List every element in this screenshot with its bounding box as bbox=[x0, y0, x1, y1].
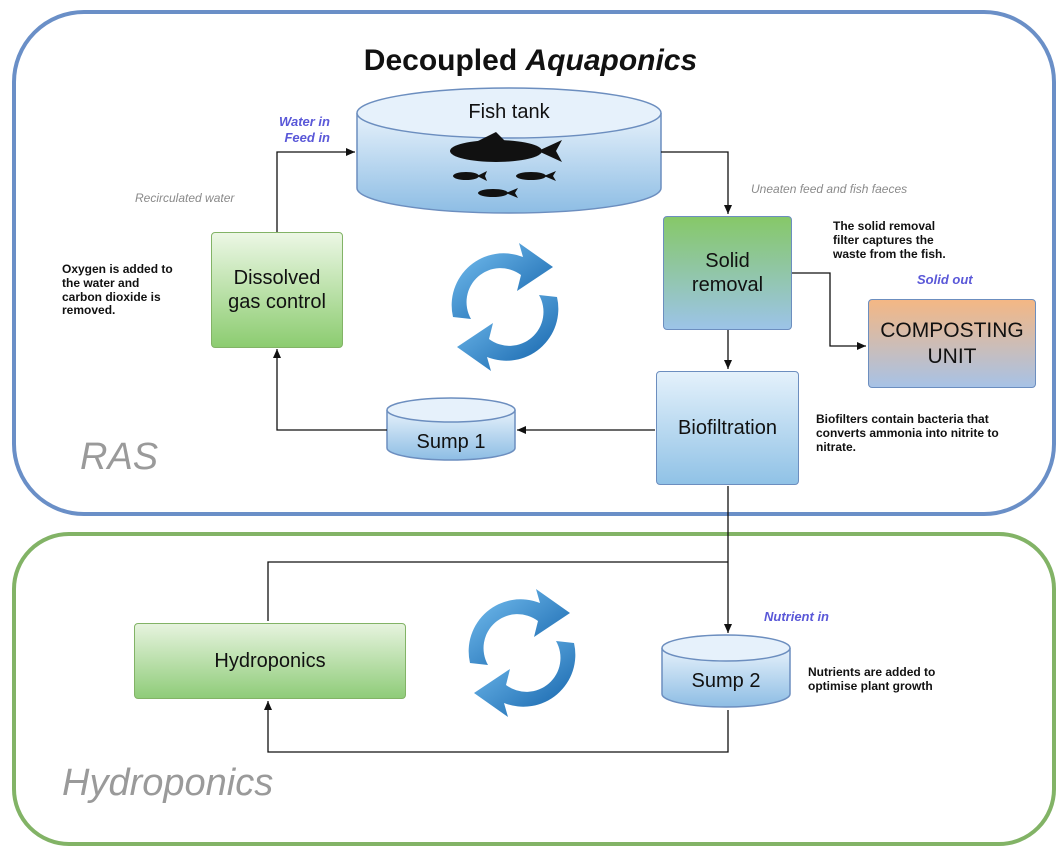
fish-icon bbox=[450, 132, 562, 198]
nutrient-in-label: Nutrient in bbox=[764, 609, 829, 624]
biofiltration-box: Biofiltration bbox=[656, 371, 799, 485]
title-italic: Aquaponics bbox=[525, 44, 698, 77]
nutrients-note: Nutrients are added to optimise plant gr… bbox=[808, 665, 936, 693]
water-in-label: Water in bbox=[278, 114, 330, 129]
solid-out-label: Solid out bbox=[917, 272, 973, 287]
fish-tank-label: Fish tank bbox=[468, 101, 550, 123]
ras-section-frame bbox=[12, 10, 1056, 516]
connector-solid-to-composting bbox=[792, 272, 866, 350]
ras-section-label: RAS bbox=[80, 436, 159, 478]
solid-removal-box: Solid removal bbox=[663, 216, 792, 330]
oxygen-note: Oxygen is added to the water and carbon … bbox=[62, 262, 173, 318]
recycle-icon bbox=[451, 243, 559, 371]
fish-tank-cylinder bbox=[356, 87, 662, 214]
recycle-icon bbox=[468, 589, 576, 717]
connector-sump1-to-gas bbox=[273, 349, 387, 431]
uneaten-feed-label: Uneaten feed and fish faeces bbox=[751, 182, 908, 196]
hydroponics-box: Hydroponics bbox=[134, 623, 406, 699]
sump1-label: Sump 1 bbox=[416, 431, 486, 453]
connector-hydro-to-main bbox=[267, 561, 728, 621]
diagram-title: Decoupled Aquaponics bbox=[0, 44, 1061, 78]
connector-sump2-to-hydro bbox=[264, 701, 729, 753]
water-feed-in-label: Water in Feed in bbox=[268, 114, 330, 147]
hydroponics-section-label: Hydroponics bbox=[62, 762, 274, 804]
recirculated-water-label: Recirculated water bbox=[135, 191, 235, 205]
connector-gas-to-fishtank bbox=[276, 148, 355, 232]
dissolved-gas-control-box: Dissolved gas control bbox=[211, 232, 343, 348]
connector-fishtank-to-solid bbox=[661, 151, 732, 214]
title-prefix: Decoupled bbox=[363, 44, 518, 77]
composting-unit-box: COMPOSTING UNIT bbox=[868, 299, 1036, 388]
hydroponics-section-frame bbox=[12, 532, 1056, 846]
solid-filter-note: The solid removal filter captures the wa… bbox=[833, 219, 946, 261]
sump2-label: Sump 2 bbox=[691, 670, 761, 692]
sump2-cylinder bbox=[661, 634, 791, 708]
feed-in-label: Feed in bbox=[284, 130, 330, 146]
biofilters-note: Biofilters contain bacteria that convert… bbox=[816, 412, 999, 454]
sump1-cylinder bbox=[386, 397, 516, 461]
